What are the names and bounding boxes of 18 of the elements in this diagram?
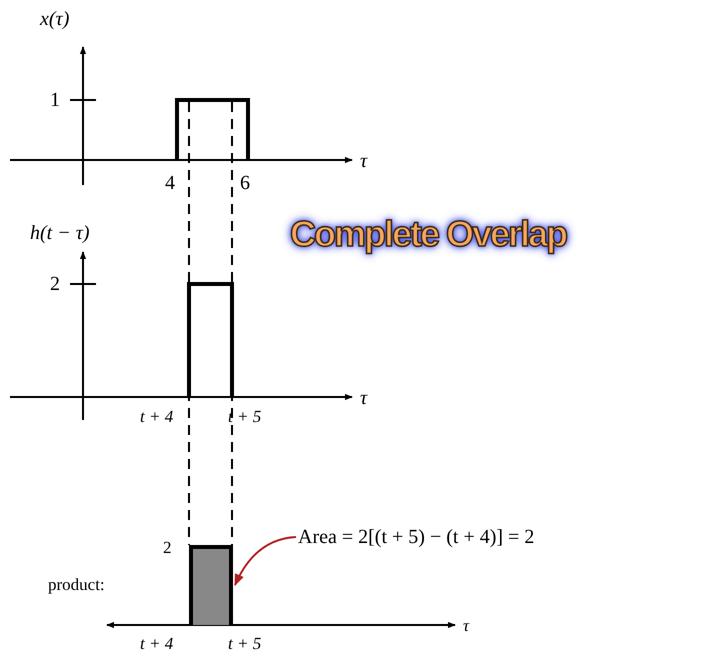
tick-label: 6 (240, 172, 250, 194)
tick-label: 2 (50, 273, 60, 295)
axis-label: τ (463, 615, 470, 637)
tick-label: 2 (163, 537, 172, 559)
tick-label: t + 4 (140, 406, 174, 428)
tick-label: 4 (165, 172, 175, 194)
axis-label: h(t − τ) (30, 222, 90, 244)
tick-label: t + 5 (228, 633, 262, 655)
note-text: Area = 2[(t + 5) − (t + 4)] = 2 (298, 526, 534, 548)
tick-label: t + 4 (140, 633, 174, 655)
shaded-area (189, 545, 233, 625)
axis-label: τ (360, 387, 368, 409)
row-label: product: (48, 574, 105, 596)
axis-label: τ (360, 150, 368, 172)
arrow (234, 536, 296, 586)
tick-label: 1 (50, 89, 60, 111)
axis-label: x(τ) (40, 8, 70, 30)
title: Complete Overlap (290, 212, 566, 256)
